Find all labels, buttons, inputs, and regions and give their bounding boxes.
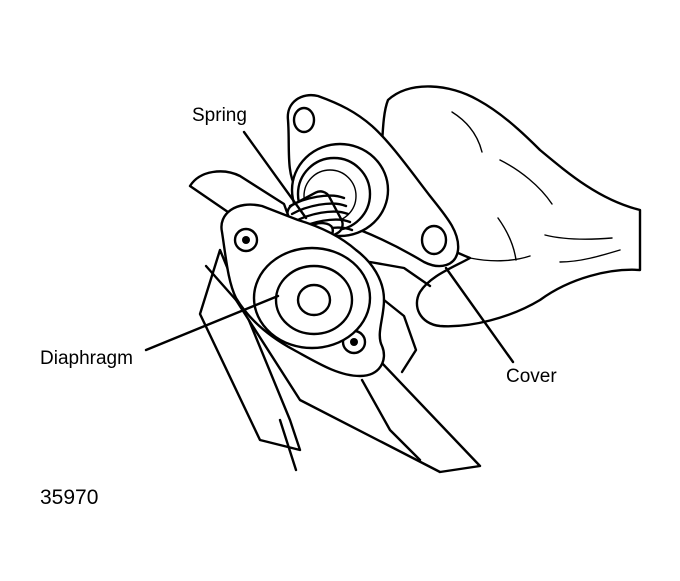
cover-label: Cover	[506, 366, 557, 387]
diaphragm-label: Diaphragm	[40, 348, 133, 369]
figure-number: 35970	[40, 486, 99, 509]
spring-leader-line	[242, 130, 308, 220]
pump-body	[188, 170, 482, 474]
diaphragm-leader-line	[144, 294, 280, 352]
cover-leader-line	[444, 266, 515, 364]
spring-label: Spring	[192, 105, 247, 126]
